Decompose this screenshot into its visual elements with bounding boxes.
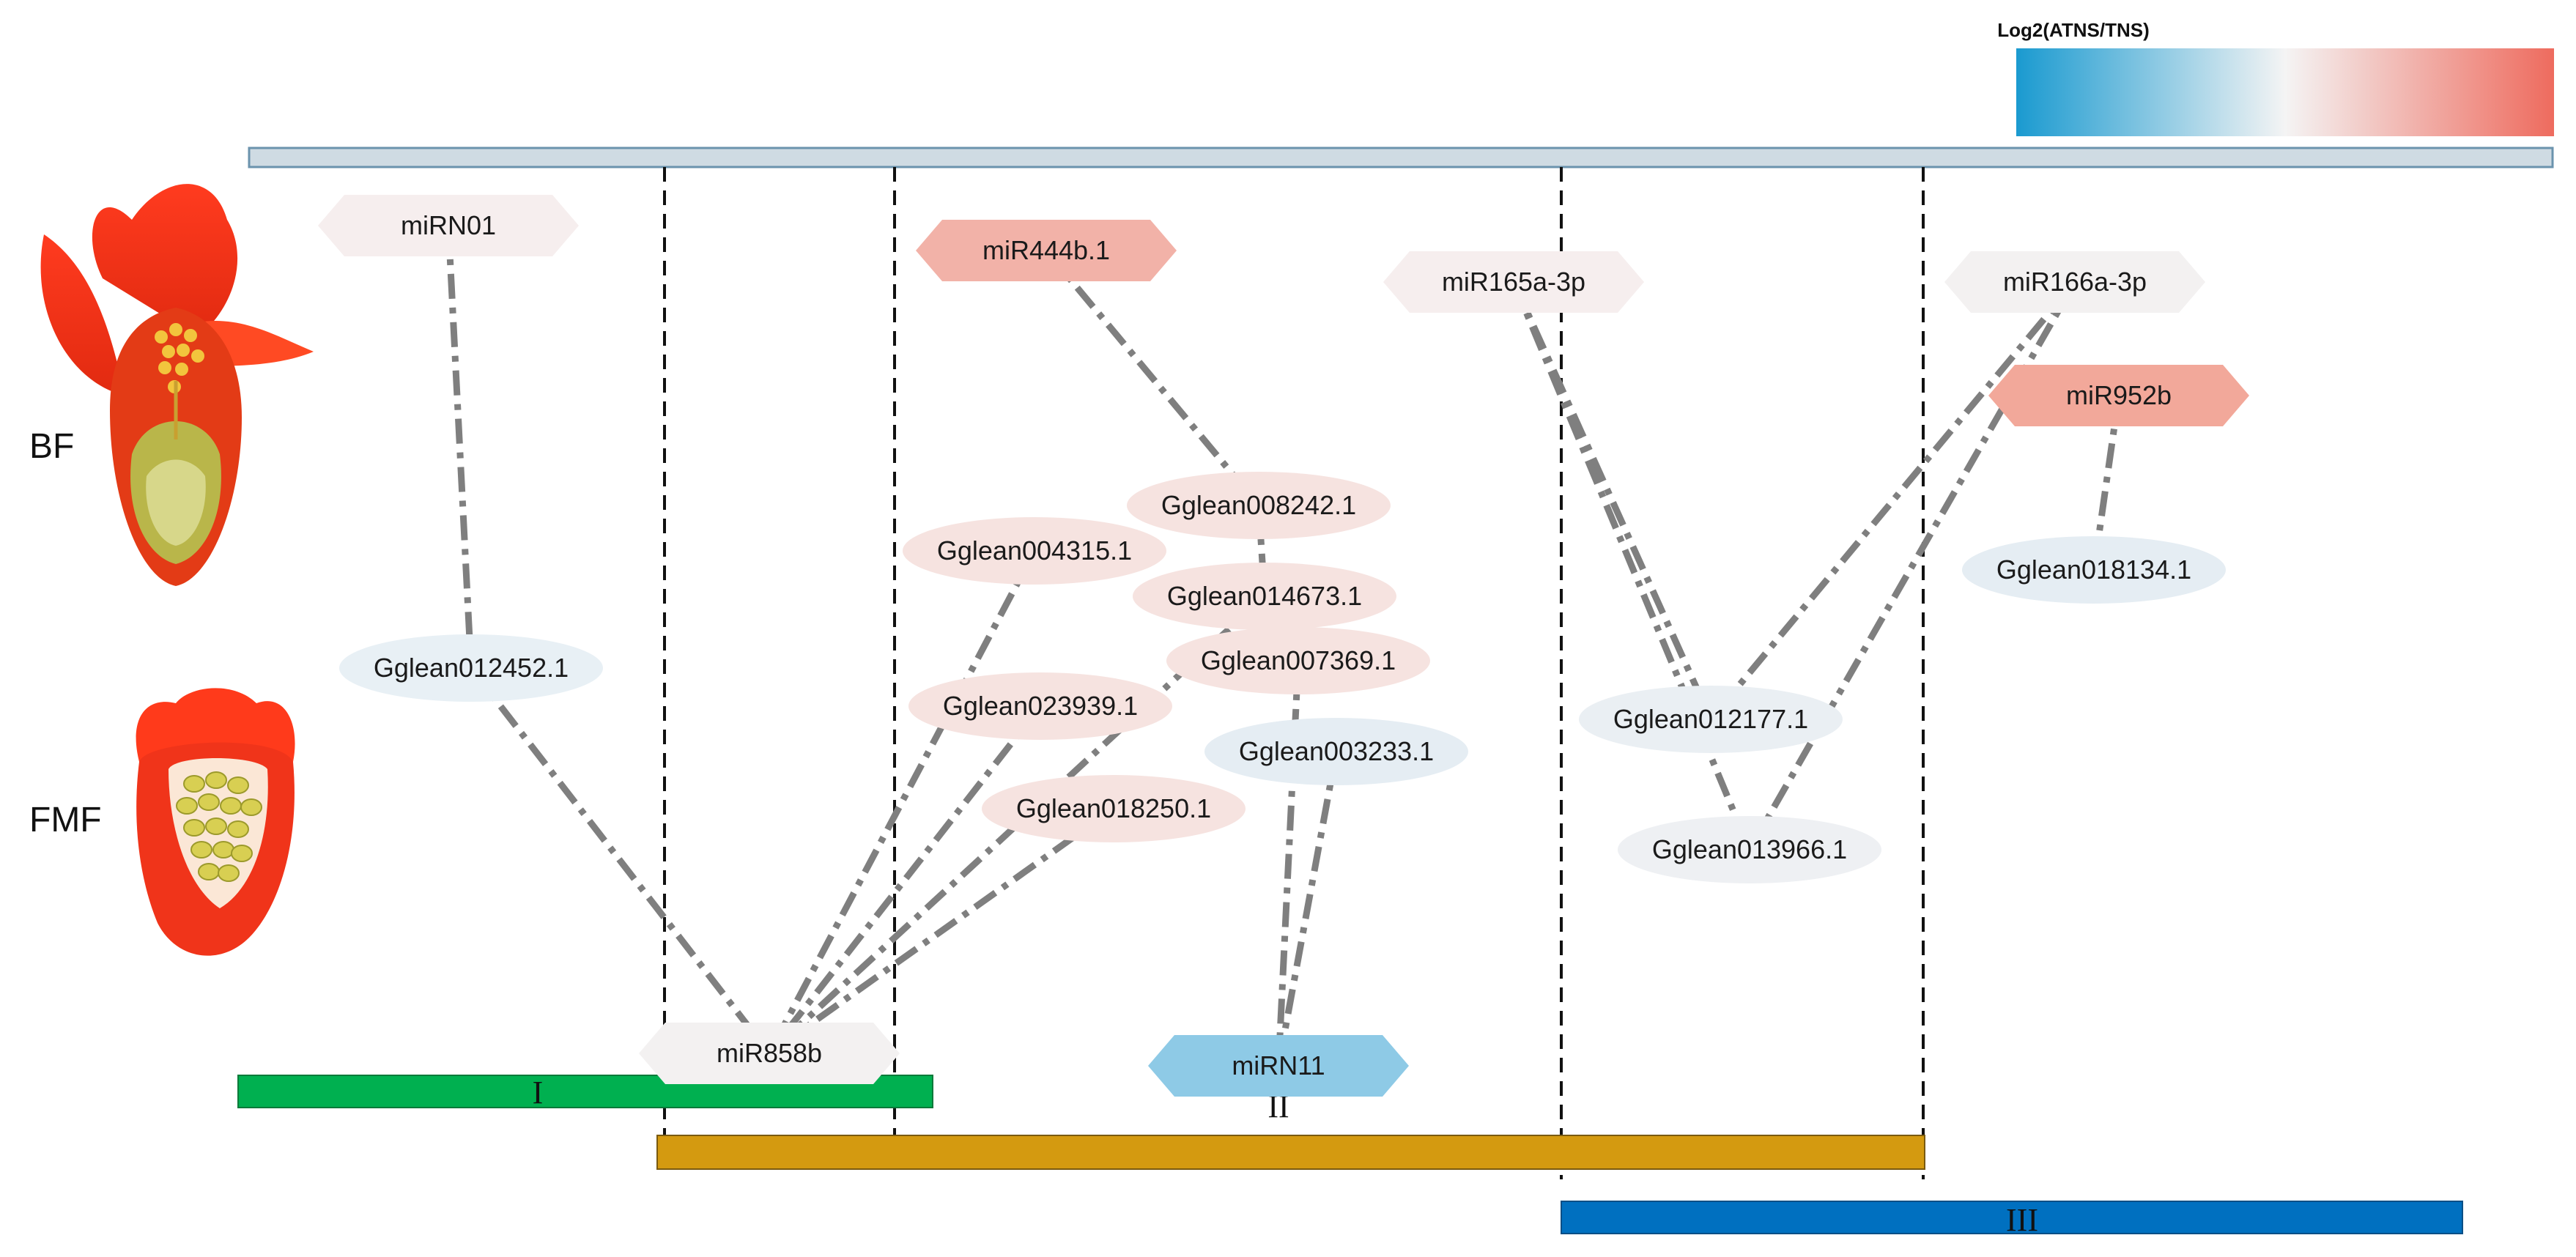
mirna-node-shape [1148,1035,1409,1097]
gene-node-gglean018134-1: Gglean018134.1 [1962,536,2226,604]
gene-node-shape [339,634,603,702]
node-label: miR444b.1 [982,235,1110,265]
mirna-node-mirn01: miRN01 [318,195,579,256]
node-label: miRN01 [401,210,496,240]
mirna-node-shape [1383,251,1644,313]
edge-gglean004315-1-to-mir858b [766,549,1037,1056]
edge-mirn01-to-gglean012452-1 [445,225,475,669]
gene-node-gglean008242-1: Gglean008242.1 [1127,472,1391,539]
mirna-node-mir165a-3p: miR165a-3p [1383,251,1644,313]
edge-gglean012452-1-to-mir858b [468,666,772,1056]
node-label: Gglean007369.1 [1201,645,1396,675]
node-label: Gglean012452.1 [374,653,569,683]
bf-flower-image [40,184,314,586]
gene-node-gglean013966-1: Gglean013966.1 [1618,816,1881,883]
edge-gglean003233-1-to-mirn11 [1275,751,1340,1067]
phase-bar-II [656,1135,1925,1170]
mirna-node-shape [318,195,579,256]
mirna-node-mir166a-3p: miR166a-3p [1944,251,2205,313]
node-label: Gglean008242.1 [1161,490,1356,520]
gene-node-gglean003233-1: Gglean003233.1 [1204,718,1468,785]
gene-node-shape [1166,627,1430,694]
gene-node-shape [903,517,1166,585]
edge-mir444b-1-to-gglean008242-1 [1043,248,1262,508]
mirna-node-mirn11: miRN11 [1148,1035,1409,1097]
node-label: Gglean013966.1 [1652,834,1847,864]
edge-mir165a-3p-to-gglean013966-1 [1510,281,1753,851]
node-label: Gglean023939.1 [943,691,1138,721]
mirna-node-shape [1988,365,2249,426]
gene-node-shape [1133,563,1396,630]
gene-node-shape [1127,472,1391,539]
phase-label-III: III [2006,1202,2038,1238]
node-label: miR165a-3p [1442,267,1585,297]
gene-node-shape [1579,686,1843,753]
node-label: miRN11 [1232,1050,1325,1080]
mirna-node-mir952b: miR952b [1988,365,2249,426]
phase-bars: I II III [237,1075,2463,1238]
fmf-flower-image [136,688,295,956]
stage-label-bf: BF [29,427,74,466]
node-label: Gglean003233.1 [1239,736,1434,766]
mirna-node-shape [1944,251,2205,313]
gene-node-gglean018250-1: Gglean018250.1 [982,775,1246,842]
mirna-node-shape [639,1023,900,1084]
legend-title: Log2(ATNS/TNS) [1997,19,2150,41]
node-label: Gglean014673.1 [1167,581,1362,611]
node-label: miR952b [2066,380,2172,410]
network-nodes: miRN01 miR444b.1 miR165a-3p miR166a-3p miR95… [318,195,2249,1097]
node-label: miR166a-3p [2003,267,2147,297]
gene-node-gglean007369-1: Gglean007369.1 [1166,627,1430,694]
edge-mir166a-3p-to-gglean012177-1 [1708,280,2078,722]
gene-node-gglean004315-1: Gglean004315.1 [903,517,1166,585]
stage-label-fmf: FMF [29,801,102,839]
gene-node-shape [1618,816,1881,883]
gene-node-gglean012452-1: Gglean012452.1 [339,634,603,702]
edge-gglean023939-1-to-mir858b [766,704,1043,1056]
phase-bar-III [1561,1201,2463,1234]
gene-node-shape [982,775,1246,842]
node-label: Gglean018134.1 [1996,555,2191,585]
network-edges [445,225,2122,1067]
top-timeline-bar [248,147,2554,168]
node-label: Gglean012177.1 [1613,704,1808,734]
node-label: Gglean018250.1 [1016,793,1211,823]
color-scale-legend: Log2(ATNS/TNS) [1997,19,2554,136]
gene-node-gglean012177-1: Gglean012177.1 [1579,686,1843,753]
gene-node-shape [908,672,1172,740]
mirna-node-mir858b: miR858b [639,1023,900,1084]
node-label: Gglean004315.1 [937,535,1132,566]
gene-node-gglean014673-1: Gglean014673.1 [1133,563,1396,630]
mirna-node-shape [916,220,1177,281]
gene-node-gglean023939-1: Gglean023939.1 [908,672,1172,740]
edge-gglean018250-1-to-mir858b [767,806,1116,1056]
gene-node-shape [1204,718,1468,785]
node-label: miR858b [717,1038,822,1068]
phase-boundaries [663,167,1925,1179]
gene-node-shape [1962,536,2226,604]
mirna-node-mir444b-1: miR444b.1 [916,220,1177,281]
phase-label-I: I [533,1075,544,1110]
edge-mir165a-3p-to-gglean012177-1 [1510,281,1714,721]
legend-gradient-bar [2016,48,2554,136]
